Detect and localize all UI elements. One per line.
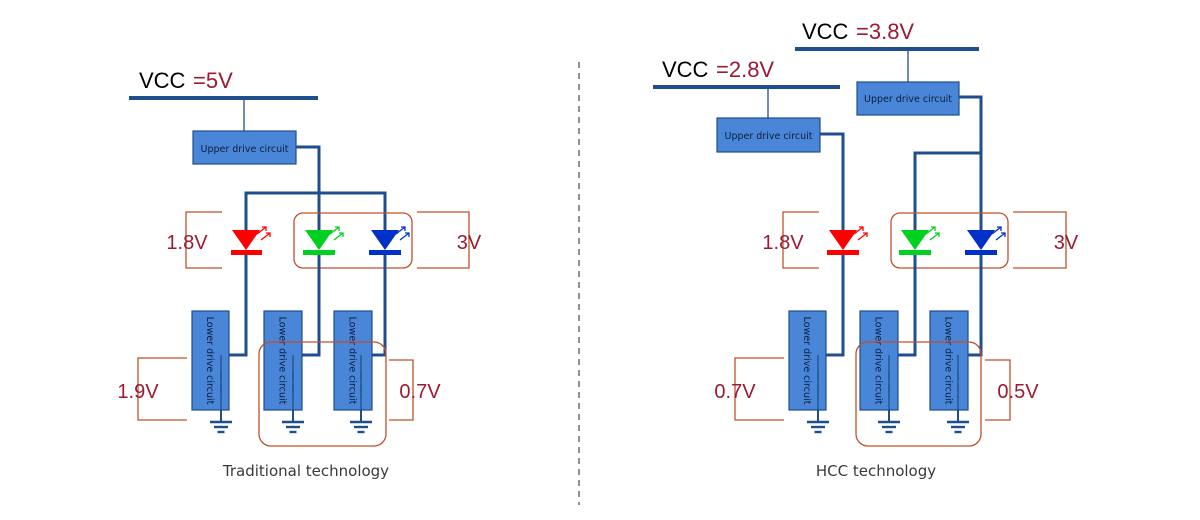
red-led-icon: [231, 226, 271, 255]
red-led-voltage-bracket: [782, 211, 819, 269]
vcc-low-label: VCC: [662, 57, 709, 82]
lower-drive-box-blue: [333, 310, 373, 411]
ground-icon: [348, 408, 374, 434]
lower-drive-label-red: Lower drive circuit: [801, 317, 812, 405]
green-anode-wire: [913, 151, 981, 232]
red-anode-wire: [820, 132, 845, 232]
lower-drive-switch-marks: [220, 355, 362, 410]
upper-drive-box: [192, 130, 297, 165]
caption: HCC technology: [816, 462, 936, 480]
green-blue-drop-voltage: 0.7V: [399, 381, 441, 403]
lower-drive-box-green: [859, 310, 899, 411]
blue-led-icon: [369, 226, 410, 255]
blue-anode-wire: [959, 95, 983, 232]
vcc-label: VCC: [139, 68, 186, 93]
upper-drive-label-red: Upper drive circuit: [724, 131, 812, 142]
lower-drive-label-blue: Lower drive circuit: [943, 317, 954, 405]
vcc-high-value: =3.8V: [856, 19, 914, 44]
lower-drive-label-blue: Lower drive circuit: [347, 317, 358, 405]
upper-drive-label: Upper drive circuit: [200, 144, 288, 155]
green-blue-led-group-frame: [890, 212, 1009, 269]
red-drop-bracket: [137, 357, 187, 421]
green-blue-drive-group-frame: [258, 341, 387, 447]
green-blue-drop-bracket: [985, 359, 1011, 421]
lower-drive-switch-marks: [817, 355, 959, 410]
vcc-high-label: VCC: [802, 19, 849, 44]
lower-drive-box-red: [788, 310, 827, 411]
lower-drive-label-green: Lower drive circuit: [277, 317, 288, 405]
vcc-low-value: =2.8V: [716, 57, 774, 82]
green-blue-led-voltage: 3V: [1054, 232, 1079, 254]
green-blue-drop-voltage: 0.5V: [997, 381, 1039, 403]
red-drop-bracket: [734, 357, 784, 421]
lower-drive-box-red: [191, 310, 230, 411]
green-led-icon: [899, 226, 940, 255]
upper-drive-box-red: [716, 117, 821, 153]
green-blue-voltage-bracket: [417, 211, 470, 269]
vcc-value: =5V: [193, 68, 233, 93]
blue-led-icon: [965, 226, 1006, 255]
red-led-voltage: 1.8V: [762, 232, 804, 254]
ground-icon: [208, 408, 234, 434]
red-drop-voltage: 1.9V: [117, 381, 159, 403]
caption: Traditional technology: [222, 462, 389, 480]
green-blue-voltage-bracket: [1013, 211, 1067, 269]
lower-drive-box-blue: [929, 310, 969, 411]
ground-icon: [945, 408, 971, 434]
green-blue-drive-group-frame: [855, 341, 982, 447]
upper-drive-label-green-blue: Upper drive circuit: [864, 94, 952, 105]
traditional-panel: VCC =5V Upper drive circuit 1.8V: [117, 68, 481, 480]
hcc-panel: VCC =2.8V VCC =3.8V Upper drive circuit …: [653, 19, 1079, 480]
red-led-icon: [827, 226, 868, 255]
red-drop-voltage: 0.7V: [714, 381, 756, 403]
lower-drive-box-green: [263, 310, 303, 411]
green-blue-drop-bracket: [389, 359, 414, 421]
green-led-icon: [303, 226, 344, 255]
ground-icon: [805, 408, 831, 434]
lower-drive-label-green: Lower drive circuit: [873, 317, 884, 405]
upper-drive-output-wire: [296, 145, 321, 232]
ground-icon: [280, 408, 306, 434]
lower-drive-label-red: Lower drive circuit: [204, 317, 215, 405]
red-led-voltage: 1.8V: [166, 232, 208, 254]
green-blue-led-group-frame: [293, 212, 413, 269]
ground-icon: [876, 408, 902, 434]
green-blue-led-voltage: 3V: [457, 232, 482, 254]
red-led-voltage-bracket: [185, 211, 222, 269]
